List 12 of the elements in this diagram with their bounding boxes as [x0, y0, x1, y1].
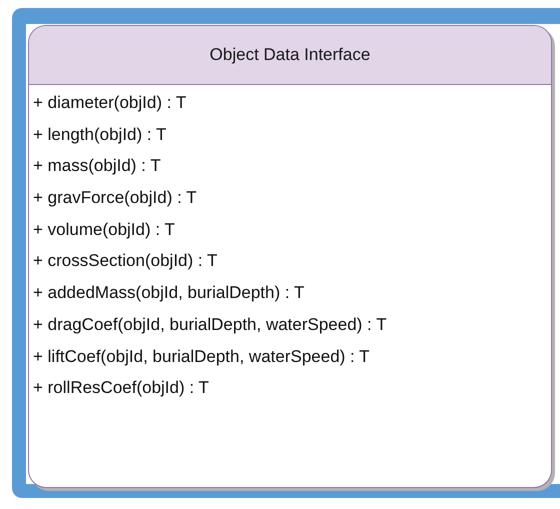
- method-signature: + liftCoef(objId, burialDepth, waterSpeed) : T: [32, 346, 371, 368]
- method-signature: + addedMass(objId, burialDepth) : T: [32, 282, 306, 304]
- method-signature: + mass(objId) : T: [32, 155, 162, 178]
- class-name: Object Data Interface: [210, 45, 370, 65]
- method-signature: + volume(objId) : T: [32, 218, 176, 241]
- method-signature: + dragCoef(objId, burialDepth, waterSpeed) : T: [32, 314, 388, 336]
- method-signature: + gravForce(objId) : T: [32, 187, 198, 210]
- method-signature: + diameter(objId) : T: [32, 92, 188, 114]
- method-signature: + length(objId) : T: [32, 124, 168, 146]
- method-signature: + rollResCoef(objId) : T: [32, 377, 210, 400]
- method-signature: + crossSection(objId) : T: [32, 250, 218, 272]
- class-box: [28, 25, 552, 488]
